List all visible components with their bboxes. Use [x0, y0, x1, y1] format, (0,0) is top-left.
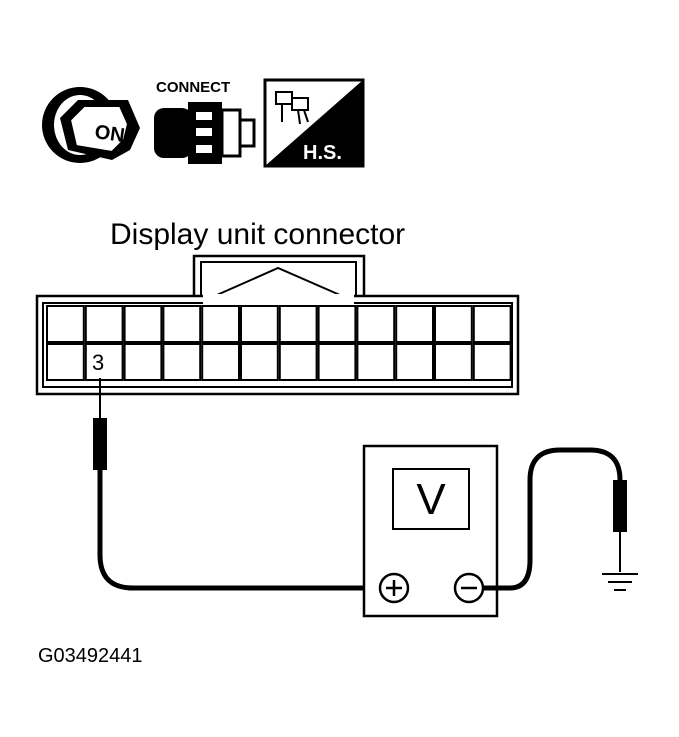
positive-terminal-icon — [378, 572, 410, 604]
connector-cavity — [472, 305, 512, 343]
connector-cavity — [46, 343, 85, 381]
connector-cavity — [240, 343, 279, 381]
connector-cavity — [162, 343, 202, 381]
connector-cavity — [162, 305, 202, 343]
connect-label: CONNECT — [156, 79, 230, 96]
connector-cavity — [356, 305, 396, 343]
connector-title: Display unit connector — [110, 218, 405, 251]
harness-side-icon: H.S. — [263, 78, 365, 168]
negative-test-probe — [483, 447, 627, 591]
connector-cavity — [278, 343, 318, 381]
connector-cavity — [84, 343, 124, 381]
connector-cavity — [356, 343, 396, 381]
connector-cavity — [84, 305, 124, 343]
display-unit-connector: 3 — [35, 254, 520, 396]
negative-terminal-icon — [453, 572, 485, 604]
figure-code: G03492441 — [38, 645, 143, 667]
connector-cavity — [123, 343, 163, 381]
connect-connector-icon: CONNECT — [154, 79, 256, 164]
connector-cavity — [278, 305, 318, 343]
ignition-key-on-icon: ON — [42, 87, 140, 163]
voltmeter: V — [362, 444, 499, 618]
connector-cavity — [201, 343, 240, 381]
connector-cavity — [395, 343, 435, 381]
connector-cavity — [434, 343, 473, 381]
connector-cavities — [46, 305, 512, 381]
connector-cavity — [395, 305, 435, 343]
harness-side-label: H.S. — [303, 142, 342, 164]
terminal-3-label: 3 — [92, 350, 104, 375]
ground-icon — [602, 573, 638, 591]
connector-cavity — [123, 305, 163, 343]
connector-cavity — [46, 305, 85, 343]
connector-cavity — [317, 343, 357, 381]
connector-cavity — [472, 343, 512, 381]
connector-cavity — [240, 305, 279, 343]
connector-cavity — [317, 305, 357, 343]
voltmeter-display: V — [416, 475, 446, 524]
connector-cavity — [201, 305, 240, 343]
connector-cavity — [434, 305, 473, 343]
positive-test-probe — [93, 378, 372, 591]
ignition-on-label: ON — [93, 121, 126, 147]
